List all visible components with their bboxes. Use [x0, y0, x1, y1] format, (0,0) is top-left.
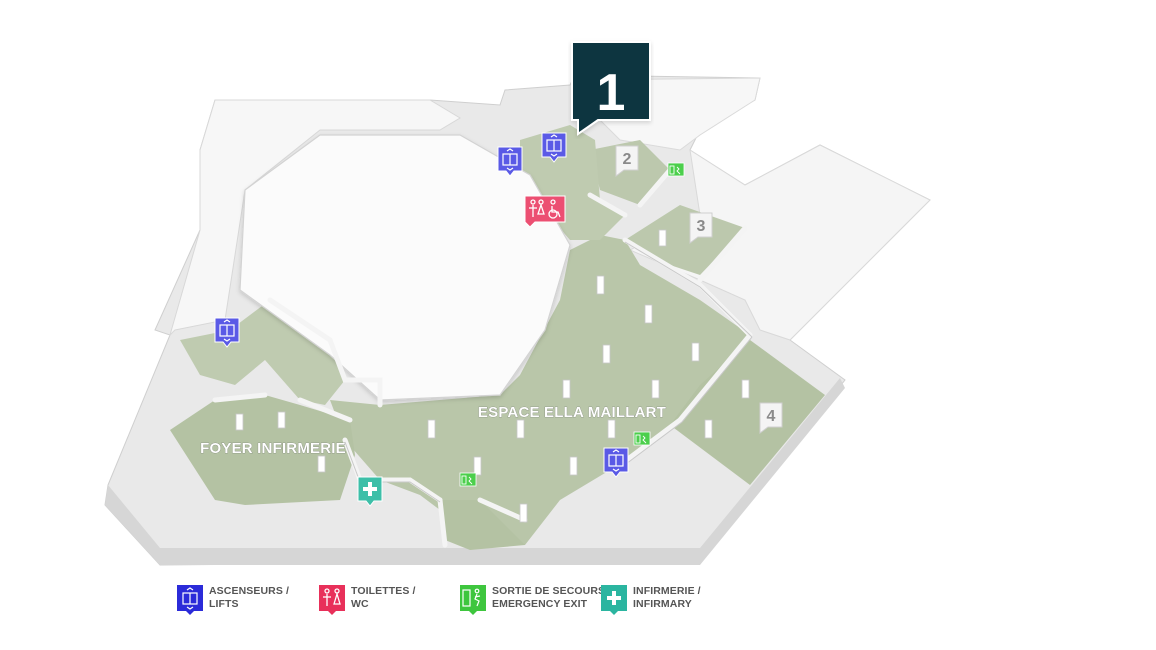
- lift-icon: [546, 134, 562, 157]
- legend-lifts-line1: ASCENSEURS /: [209, 585, 289, 597]
- toilet-icon: [529, 199, 561, 219]
- floor-badge: 1: [571, 41, 651, 136]
- legend-lifts-line2: LIFTS: [209, 598, 239, 610]
- legend-exit-line1: SORTIE DE SECOURS /: [492, 585, 612, 597]
- emergency-exit-icon: [635, 434, 647, 444]
- svg-text:3: 3: [697, 218, 706, 235]
- interior-walls: [212, 167, 753, 548]
- lift-icon: [502, 148, 518, 171]
- map-legend: ASCENSEURS / LIFTS TOILETTES / WC: [0, 585, 1156, 625]
- foyer-label: FOYER INFIRMERIE: [200, 440, 346, 457]
- lift-icon: [177, 585, 203, 615]
- south-corridor-floor: [440, 500, 525, 550]
- legend-infirmary-line1: INFIRMERIE /: [633, 585, 701, 597]
- toilet-icon: [319, 585, 345, 615]
- legend-item-emergency-exit: SORTIE DE SECOURS / EMERGENCY EXIT: [460, 585, 612, 615]
- room-2-tag: 2: [615, 145, 639, 177]
- foyer-floor: [170, 395, 355, 505]
- legend-toilets-line2: WC: [351, 598, 369, 610]
- legend-toilets-line1: TOILETTES /: [351, 585, 416, 597]
- svg-text:2: 2: [623, 151, 632, 168]
- main-hall-label: ESPACE ELLA MAILLART: [478, 404, 666, 421]
- infirmary-icon: [363, 482, 377, 496]
- legend-infirmary-line2: INFIRMARY: [633, 598, 692, 610]
- emergency-exit-icon: [460, 585, 486, 615]
- legend-item-lifts: ASCENSEURS / LIFTS: [177, 585, 289, 615]
- room-3-tag: 3: [689, 212, 713, 244]
- exit-marker[interactable]: [459, 472, 477, 487]
- exhibition-panels: [235, 229, 750, 523]
- infirmary-icon: [601, 585, 627, 615]
- west-wing: [168, 99, 461, 337]
- lift-icon: [608, 449, 624, 472]
- toilet-marker[interactable]: [524, 195, 566, 228]
- room-2-floor: [590, 140, 670, 205]
- lift-marker[interactable]: [541, 132, 567, 163]
- exit-marker[interactable]: [633, 431, 651, 446]
- infirmary-marker[interactable]: [357, 476, 383, 507]
- lift-icon: [219, 319, 235, 342]
- lift-marker[interactable]: [214, 317, 240, 348]
- exit-marker[interactable]: [667, 162, 685, 177]
- emergency-exit-icon: [669, 165, 681, 175]
- lift-marker[interactable]: [603, 447, 629, 478]
- svg-text:4: 4: [767, 408, 776, 425]
- room-4-floor: [670, 340, 825, 485]
- lift-marker[interactable]: [497, 146, 523, 177]
- legend-exit-line2: EMERGENCY EXIT: [492, 598, 588, 610]
- legend-item-infirmary: INFIRMERIE / INFIRMARY: [601, 585, 701, 615]
- emergency-exit-icon: [461, 475, 473, 485]
- floor-number: 1: [597, 64, 626, 122]
- room-4-tag: 4: [759, 402, 783, 434]
- wall-edges: [344, 241, 753, 503]
- legend-item-toilets: TOILETTES / WC: [319, 585, 416, 615]
